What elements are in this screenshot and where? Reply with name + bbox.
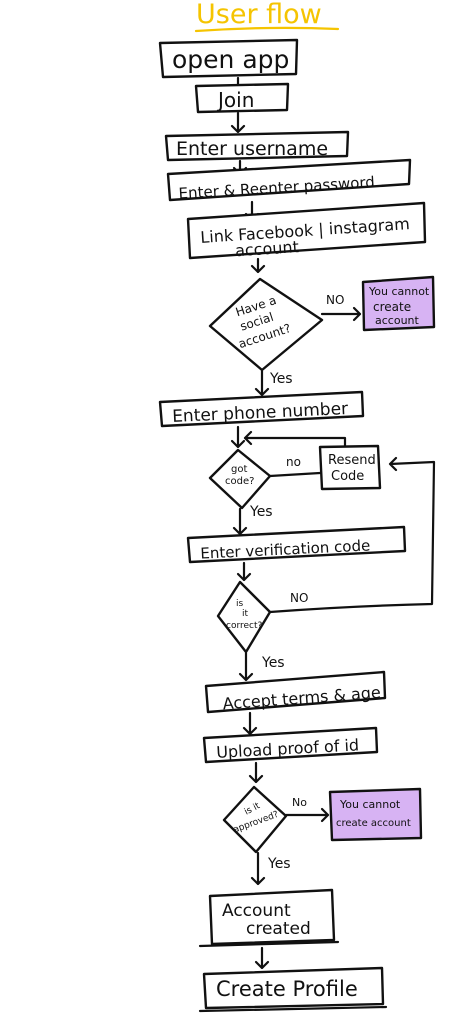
step-open-app-label: open app — [172, 45, 289, 74]
arrow-code-correct — [236, 561, 252, 582]
arrow-phone-gotcode — [230, 425, 246, 449]
arrow-social-yes — [254, 369, 270, 397]
arrow-approved-yes — [250, 851, 266, 886]
step-open-app: open app — [158, 38, 299, 79]
step-link-social: Link Facebook | instagram account — [186, 201, 427, 260]
step-accept-terms: Accept terms & age — [204, 670, 387, 713]
label-gotcode-no: no — [286, 455, 301, 469]
step-enter-username: Enter username — [164, 130, 350, 162]
step-account-created-line2: created — [246, 919, 311, 939]
decision-correct-line2: it — [242, 609, 249, 619]
label-correct-yes: Yes — [261, 655, 285, 671]
step-enter-code: Enter verification code — [186, 525, 407, 564]
label-correct-no: NO — [290, 591, 308, 605]
step-resend-code: Resend Code — [318, 444, 382, 491]
decision-code-line1: got — [231, 464, 247, 475]
account-created-baseline — [198, 940, 340, 948]
step-enter-phone: Enter phone number — [158, 390, 365, 428]
diagram-title: User flow — [196, 0, 322, 30]
end-cannot-2-line1: You cannot — [339, 798, 401, 811]
decision-correct-line3: correct? — [226, 621, 263, 631]
arrow-social-no — [320, 306, 362, 322]
step-enter-password: Enter & Reenter password — [166, 158, 412, 203]
arrow-resend-return — [243, 430, 347, 449]
title-underline — [194, 26, 340, 33]
step-account-created: Account created — [198, 888, 340, 948]
label-approved-yes: Yes — [267, 856, 291, 872]
arrow-gotcode-yes — [232, 507, 248, 536]
arrow-upload-approved — [248, 761, 264, 784]
step-create-profile: Create Profile — [198, 966, 388, 1013]
step-account-created-line1: Account — [222, 901, 291, 921]
arrow-join-username — [230, 111, 246, 134]
end-cannot-create-2: You cannot create account — [328, 787, 423, 842]
create-profile-baseline — [198, 1005, 388, 1013]
end-cannot-1-line3: account — [375, 314, 420, 327]
arrow-link-decision — [250, 257, 266, 274]
step-create-profile-label: Create Profile — [216, 977, 358, 1001]
end-cannot-create-1: You cannot create account — [361, 275, 436, 332]
arrow-created-profile — [254, 946, 270, 970]
label-gotcode-yes: Yes — [249, 504, 273, 520]
arrow-correct-yes — [238, 651, 254, 682]
decision-social-account: Have a social account? — [208, 277, 324, 372]
step-join-label: Join — [216, 88, 254, 112]
step-link-social-line2: account — [234, 237, 299, 260]
decision-got-code: got code? — [208, 448, 272, 510]
decision-is-correct: is it correct? — [216, 580, 272, 654]
label-social-no: NO — [326, 293, 344, 307]
step-join: Join — [194, 82, 290, 114]
line-gotcode-no — [268, 471, 322, 478]
decision-is-approved: is it approved? — [222, 785, 288, 854]
end-cannot-1-line2: create — [373, 300, 411, 314]
arrow-approved-no — [284, 807, 330, 823]
step-resend-line1: Resend — [328, 453, 376, 468]
end-cannot-1-line1: You cannot — [368, 285, 430, 298]
label-approved-no: No — [292, 796, 307, 809]
decision-correct-line1: is — [236, 599, 244, 609]
step-upload-id: Upload proof of id — [202, 726, 379, 764]
label-social-yes: Yes — [269, 371, 293, 387]
end-cannot-2-line2: create account — [336, 818, 411, 829]
decision-code-line2: code? — [225, 476, 254, 487]
step-resend-line2: Code — [331, 469, 364, 484]
step-enter-username-label: Enter username — [176, 138, 328, 160]
arrow-correct-no-loop — [268, 456, 436, 614]
arrow-terms-upload — [242, 711, 258, 736]
